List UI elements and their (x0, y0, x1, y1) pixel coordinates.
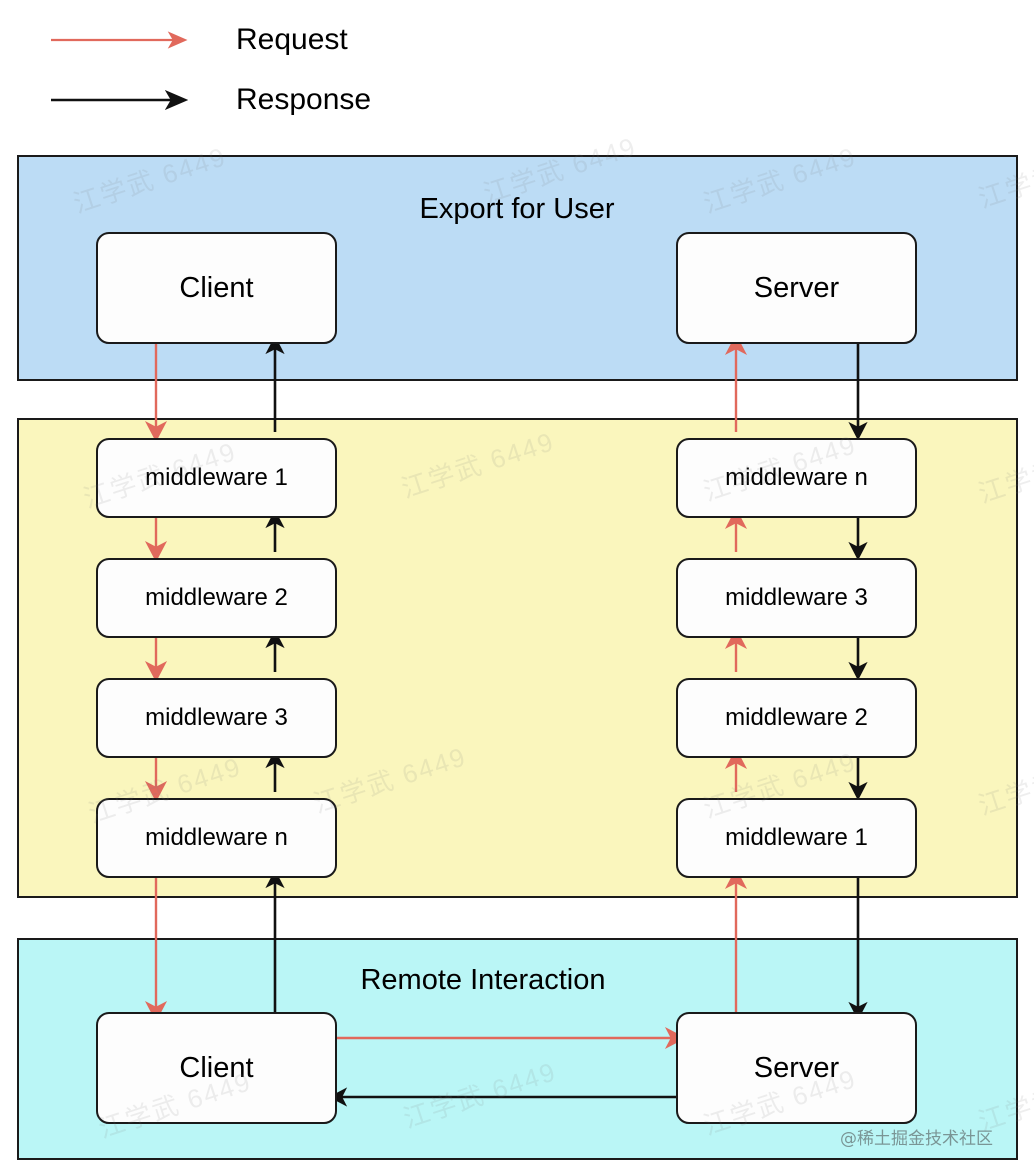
node-middleware-left-2[interactable]: middleware 2 (96, 558, 337, 638)
node-label: middleware 3 (145, 704, 288, 731)
legend-label-request: Request (236, 23, 348, 56)
node-label: middleware 2 (145, 584, 288, 611)
legend-item-response: Response (48, 82, 371, 118)
node-label: middleware n (145, 824, 288, 851)
node-label: middleware 2 (725, 704, 868, 731)
node-middleware-right-3[interactable]: middleware 2 (676, 678, 917, 758)
node-export-client[interactable]: Client (96, 232, 337, 344)
legend-item-request: Request (48, 22, 348, 58)
node-middleware-left-3[interactable]: middleware 3 (96, 678, 337, 758)
legend-label-response: Response (236, 83, 372, 116)
node-label: Server (753, 271, 840, 304)
arrow-right-icon (51, 31, 188, 49)
node-middleware-left-4[interactable]: middleware n (96, 798, 337, 878)
node-label: middleware n (725, 464, 868, 491)
node-middleware-right-1[interactable]: middleware n (676, 438, 917, 518)
node-export-server[interactable]: Server (676, 232, 917, 344)
node-remote-server[interactable]: Server (676, 1012, 917, 1124)
node-label: Client (179, 1051, 254, 1084)
node-label: Server (753, 1051, 840, 1084)
arrow-right-icon (51, 89, 189, 111)
band-title-remote: Remote Interaction (360, 964, 606, 996)
node-label: Client (179, 271, 254, 304)
node-label: middleware 1 (145, 464, 288, 491)
node-label: middleware 1 (725, 824, 868, 851)
band-title-export: Export for User (419, 193, 615, 225)
node-middleware-right-2[interactable]: middleware 3 (676, 558, 917, 638)
node-middleware-left-1[interactable]: middleware 1 (96, 438, 337, 518)
node-remote-client[interactable]: Client (96, 1012, 337, 1124)
node-label: middleware 3 (725, 584, 868, 611)
site-credit: @稀土掘金技术社区 (840, 1129, 993, 1149)
node-middleware-right-4[interactable]: middleware 1 (676, 798, 917, 878)
